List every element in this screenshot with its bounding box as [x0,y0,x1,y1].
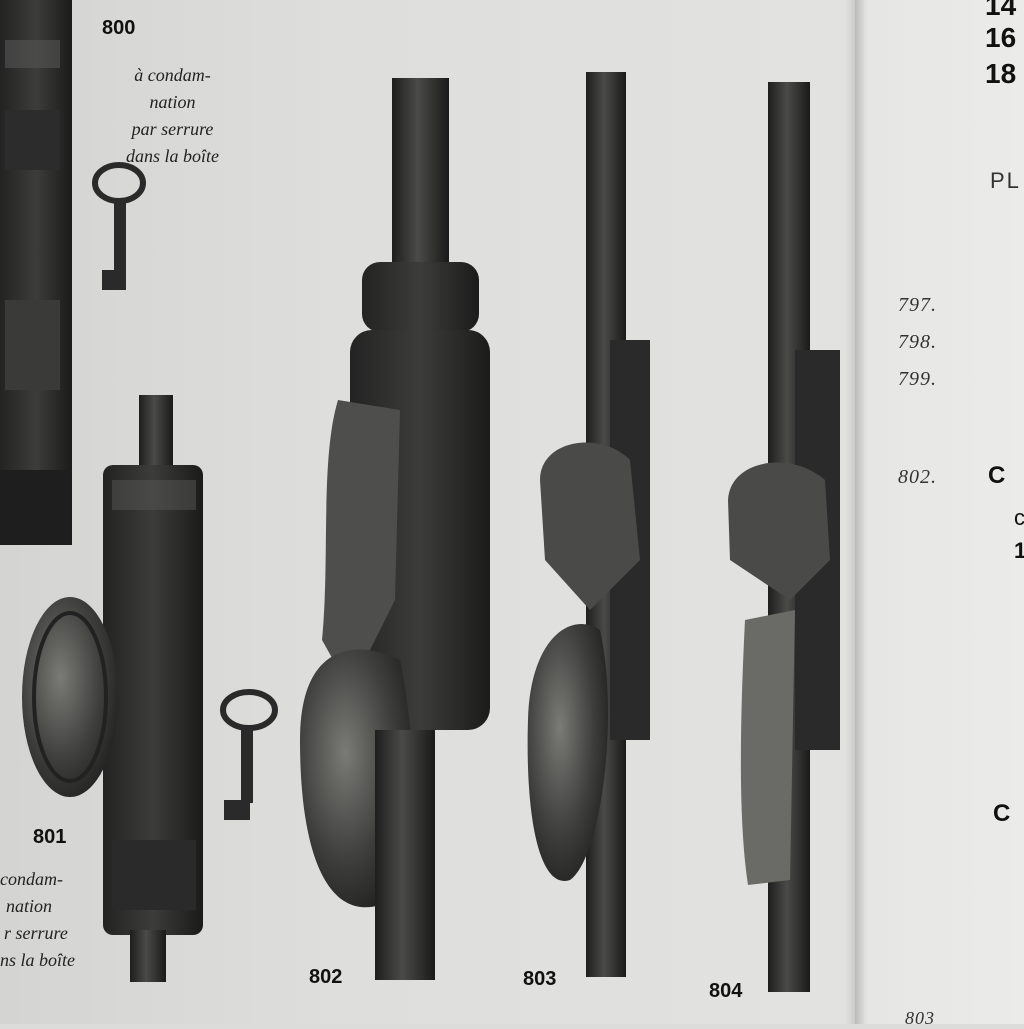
ref-bottom: 803 [905,1008,935,1028]
item-801-key [220,689,278,820]
item-number-802: 802 [309,966,343,988]
caption-801-line-3: r serrure [4,923,68,943]
right-letter-1: C [988,462,1006,489]
caption-801-line-1: condam- [0,869,63,889]
right-pl-text: PL [990,168,1021,193]
item-804-bolt [728,82,840,992]
item-800-lockbox [0,0,72,545]
item-number-800: 800 [102,17,136,39]
caption-801: condam- nation r serrure ns la boîte [0,866,110,974]
item-801-bolt [22,395,203,982]
right-digit-1: 14 [985,0,1017,21]
ref-797: 797. [898,294,937,316]
right-letter-4: C [993,800,1011,827]
item-number-801: 801 [33,826,67,848]
caption-800: à condam- nation par serrure dans la boî… [95,62,250,170]
ref-802: 802. [898,466,937,488]
item-803-bolt [527,72,650,977]
right-letter-2: c [1014,505,1024,530]
ref-798: 798. [898,331,937,353]
right-digit-3: 18 [985,58,1017,89]
item-number-804: 804 [709,980,743,1002]
caption-800-line-1: à condam- [134,65,211,85]
ref-799: 799. [898,368,937,390]
caption-800-line-4: dans la boîte [126,146,219,166]
right-page [855,0,1024,1024]
item-number-803: 803 [523,968,557,990]
caption-800-line-2: nation [149,92,196,112]
right-letter-3: 1 [1014,538,1024,563]
right-digit-2: 16 [985,22,1017,53]
page-gutter [845,0,865,1024]
caption-801-line-2: nation [6,896,53,916]
item-800-key [92,162,146,290]
caption-800-line-3: par serrure [131,119,214,139]
item-802-bolt [300,78,490,980]
caption-801-line-4: ns la boîte [0,950,75,970]
